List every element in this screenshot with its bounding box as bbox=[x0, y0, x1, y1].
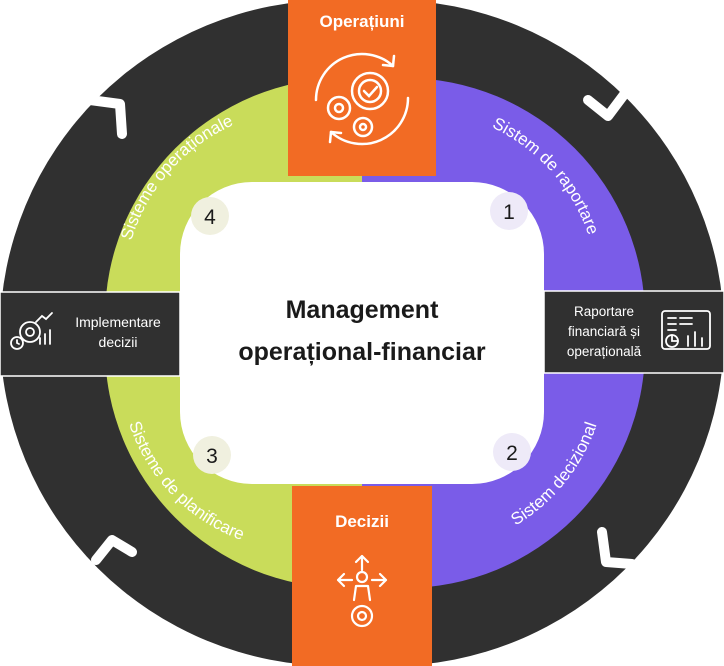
reporting-box bbox=[543, 290, 724, 374]
chevron-bottom-left-icon bbox=[91, 535, 137, 565]
gears-cycle-icon bbox=[314, 52, 410, 146]
gear-timer-chart-icon bbox=[10, 312, 53, 350]
chevron-bottom-right-icon bbox=[597, 527, 637, 569]
svg-text:4: 4 bbox=[204, 206, 216, 229]
chevron-top-right-icon bbox=[583, 87, 631, 121]
segment-number-3: 3 bbox=[193, 436, 231, 474]
reporting-label-line2: financiară și bbox=[568, 324, 640, 339]
svg-text:1: 1 bbox=[503, 201, 515, 224]
person-gear-arrows-icon bbox=[336, 554, 388, 628]
svg-text:2: 2 bbox=[506, 442, 518, 465]
chevron-top-left-icon bbox=[85, 95, 127, 139]
operations-label: Operațiuni bbox=[319, 12, 404, 31]
operations-box bbox=[288, 0, 436, 176]
report-chart-icon bbox=[661, 310, 711, 350]
decisions-label: Decizii bbox=[335, 512, 389, 531]
segment-number-1: 1 bbox=[490, 192, 528, 230]
implementation-label-line2: decizii bbox=[99, 334, 138, 350]
center-title-line1: Management bbox=[286, 296, 439, 324]
decisions-box bbox=[292, 486, 432, 666]
center-panel bbox=[180, 182, 544, 484]
implementation-label-line1: Implementare bbox=[75, 314, 161, 330]
center-title-line2: operațional-financiar bbox=[238, 338, 486, 366]
reporting-label-line1: Raportare bbox=[574, 304, 634, 319]
segment-number-4: 4 bbox=[191, 197, 229, 235]
reporting-label-line3: operațională bbox=[567, 344, 642, 359]
svg-text:3: 3 bbox=[206, 445, 218, 468]
segment-number-2: 2 bbox=[493, 433, 531, 471]
implementation-box bbox=[0, 291, 181, 377]
